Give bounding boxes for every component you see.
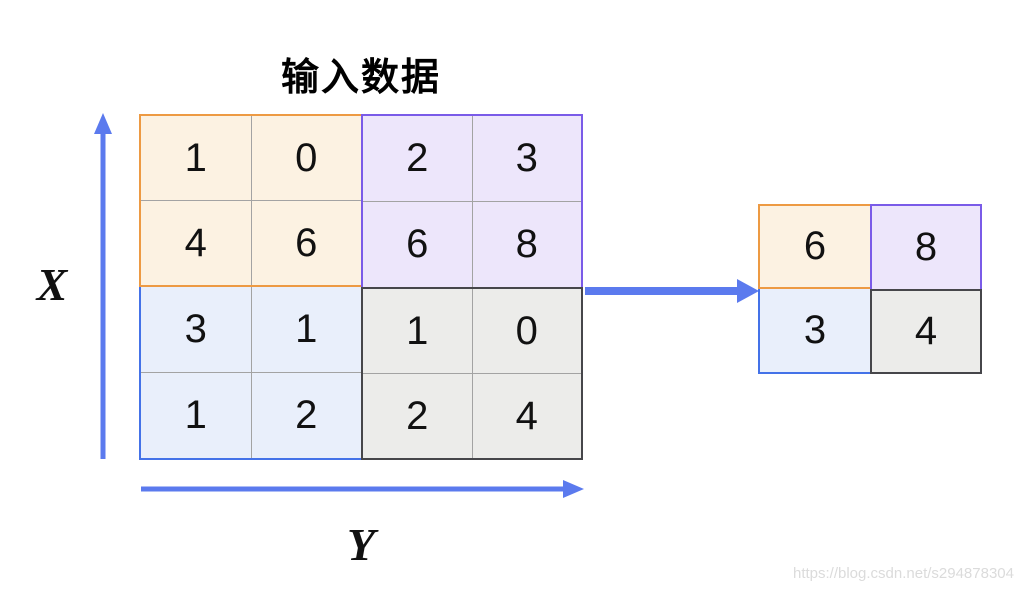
grid-cell: 1 bbox=[363, 289, 472, 373]
pooling-arrow bbox=[585, 279, 759, 303]
grid-cell: 6 bbox=[363, 202, 472, 287]
grid-cell: 0 bbox=[251, 116, 361, 200]
grid-cell: 3 bbox=[141, 287, 251, 372]
grid-cell: 1 bbox=[251, 287, 361, 372]
input-quadrant-bottom-right: 1 0 2 4 bbox=[361, 287, 583, 460]
grid-cell: 0 bbox=[472, 289, 581, 373]
diagram-title: 输入数据 bbox=[280, 57, 441, 99]
grid-cell: 1 bbox=[141, 116, 251, 200]
y-axis-arrow bbox=[141, 480, 584, 498]
output-grid: 6 8 3 4 bbox=[758, 204, 982, 374]
x-axis-label: X bbox=[36, 259, 68, 310]
output-cell-bottom-right: 4 bbox=[870, 289, 982, 374]
watermark-url: https://blog.csdn.net/s294878304 bbox=[792, 565, 1014, 582]
output-cell-top-left: 6 bbox=[758, 204, 870, 289]
grid-cell: 8 bbox=[472, 202, 581, 287]
grid-cell: 3 bbox=[472, 116, 581, 201]
input-quadrant-top-left: 1 0 4 6 bbox=[139, 114, 361, 287]
output-cell-bottom-left: 3 bbox=[758, 289, 870, 374]
input-grid: 1 0 4 6 2 3 6 8 3 1 1 2 1 0 2 4 bbox=[139, 114, 583, 460]
x-axis-arrow bbox=[94, 113, 112, 459]
output-cell-top-right: 8 bbox=[870, 204, 982, 289]
grid-cell: 4 bbox=[472, 374, 581, 458]
grid-cell: 6 bbox=[251, 201, 361, 285]
y-axis-label: Y bbox=[346, 519, 376, 570]
grid-cell: 4 bbox=[141, 201, 251, 285]
grid-cell: 2 bbox=[251, 373, 361, 458]
grid-cell: 2 bbox=[363, 116, 472, 201]
grid-cell: 2 bbox=[363, 374, 472, 458]
input-quadrant-bottom-left: 3 1 1 2 bbox=[139, 287, 361, 460]
grid-cell: 1 bbox=[141, 373, 251, 458]
input-quadrant-top-right: 2 3 6 8 bbox=[361, 114, 583, 287]
